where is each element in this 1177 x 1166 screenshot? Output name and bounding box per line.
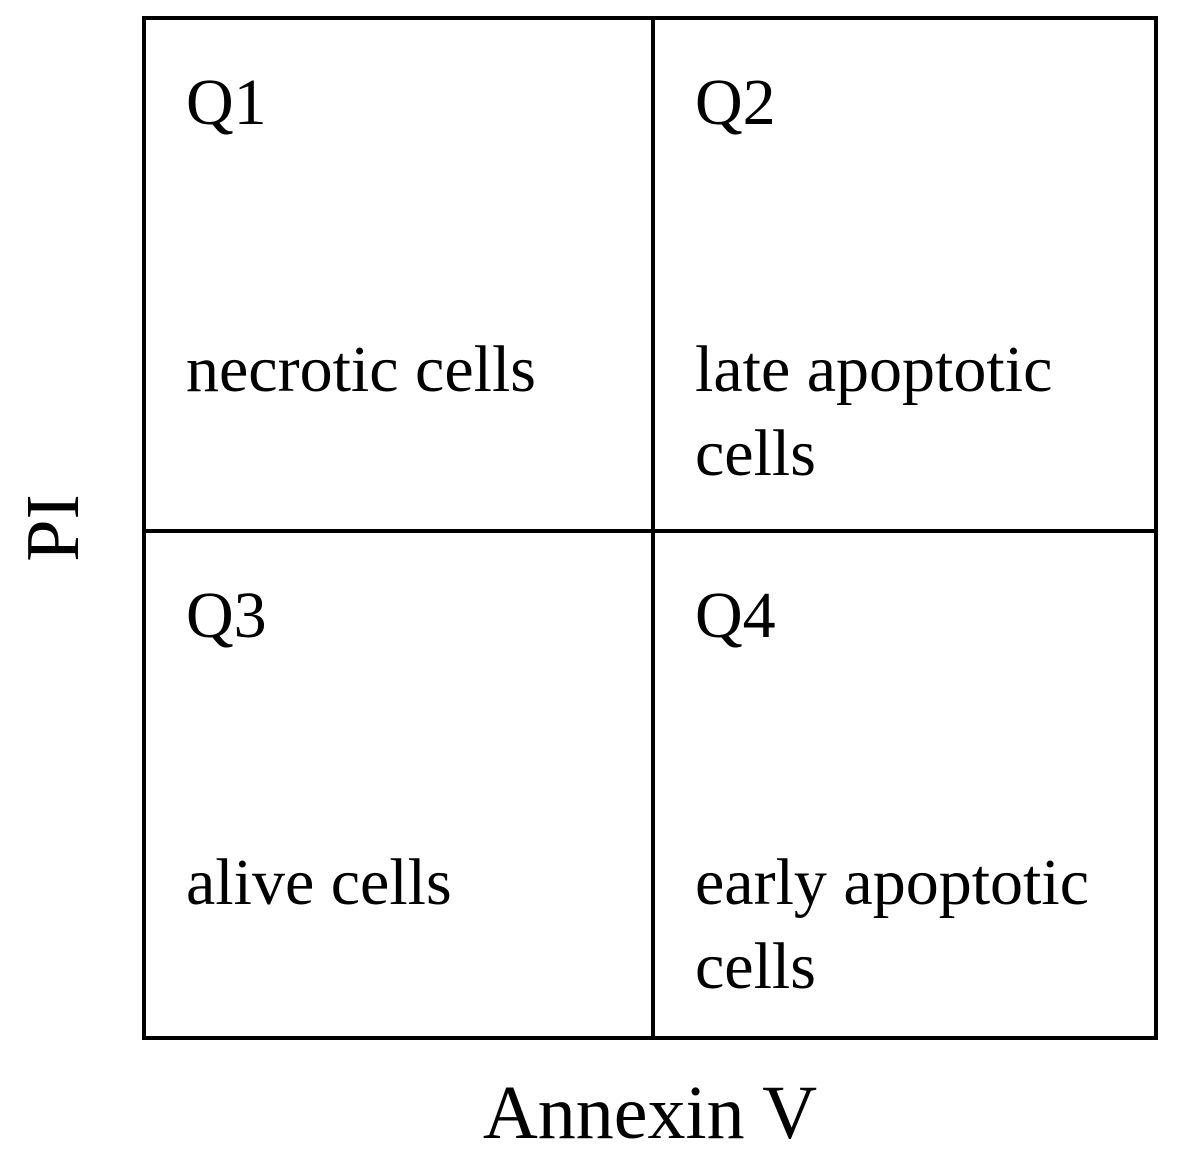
quadrant-label: early apoptotic cells (695, 846, 1090, 1003)
quadrant-label: late apoptotic cells (695, 333, 1053, 490)
vertical-divider (651, 20, 655, 1036)
quadrant-q2: Q2 late apoptotic cells (655, 20, 1155, 525)
quadrant-label: necrotic cells (186, 333, 536, 406)
quadrant-q3: Q3 alive cells (146, 533, 646, 1038)
quadrant-id: Q3 (186, 579, 267, 652)
y-axis-label: PI (11, 494, 95, 562)
quadrant-q4: Q4 early apoptotic cells (655, 533, 1155, 1038)
quadrant-q1: Q1 necrotic cells (146, 20, 646, 525)
quadrant-label: alive cells (186, 846, 452, 919)
quadrant-grid: Q1 necrotic cells Q2 late apoptotic cell… (142, 16, 1158, 1040)
horizontal-divider (146, 529, 1154, 533)
x-axis-label: Annexin V (482, 1071, 818, 1155)
quadrant-id: Q1 (186, 66, 267, 139)
quadrant-id: Q2 (695, 66, 776, 139)
quadrant-id: Q4 (695, 579, 776, 652)
